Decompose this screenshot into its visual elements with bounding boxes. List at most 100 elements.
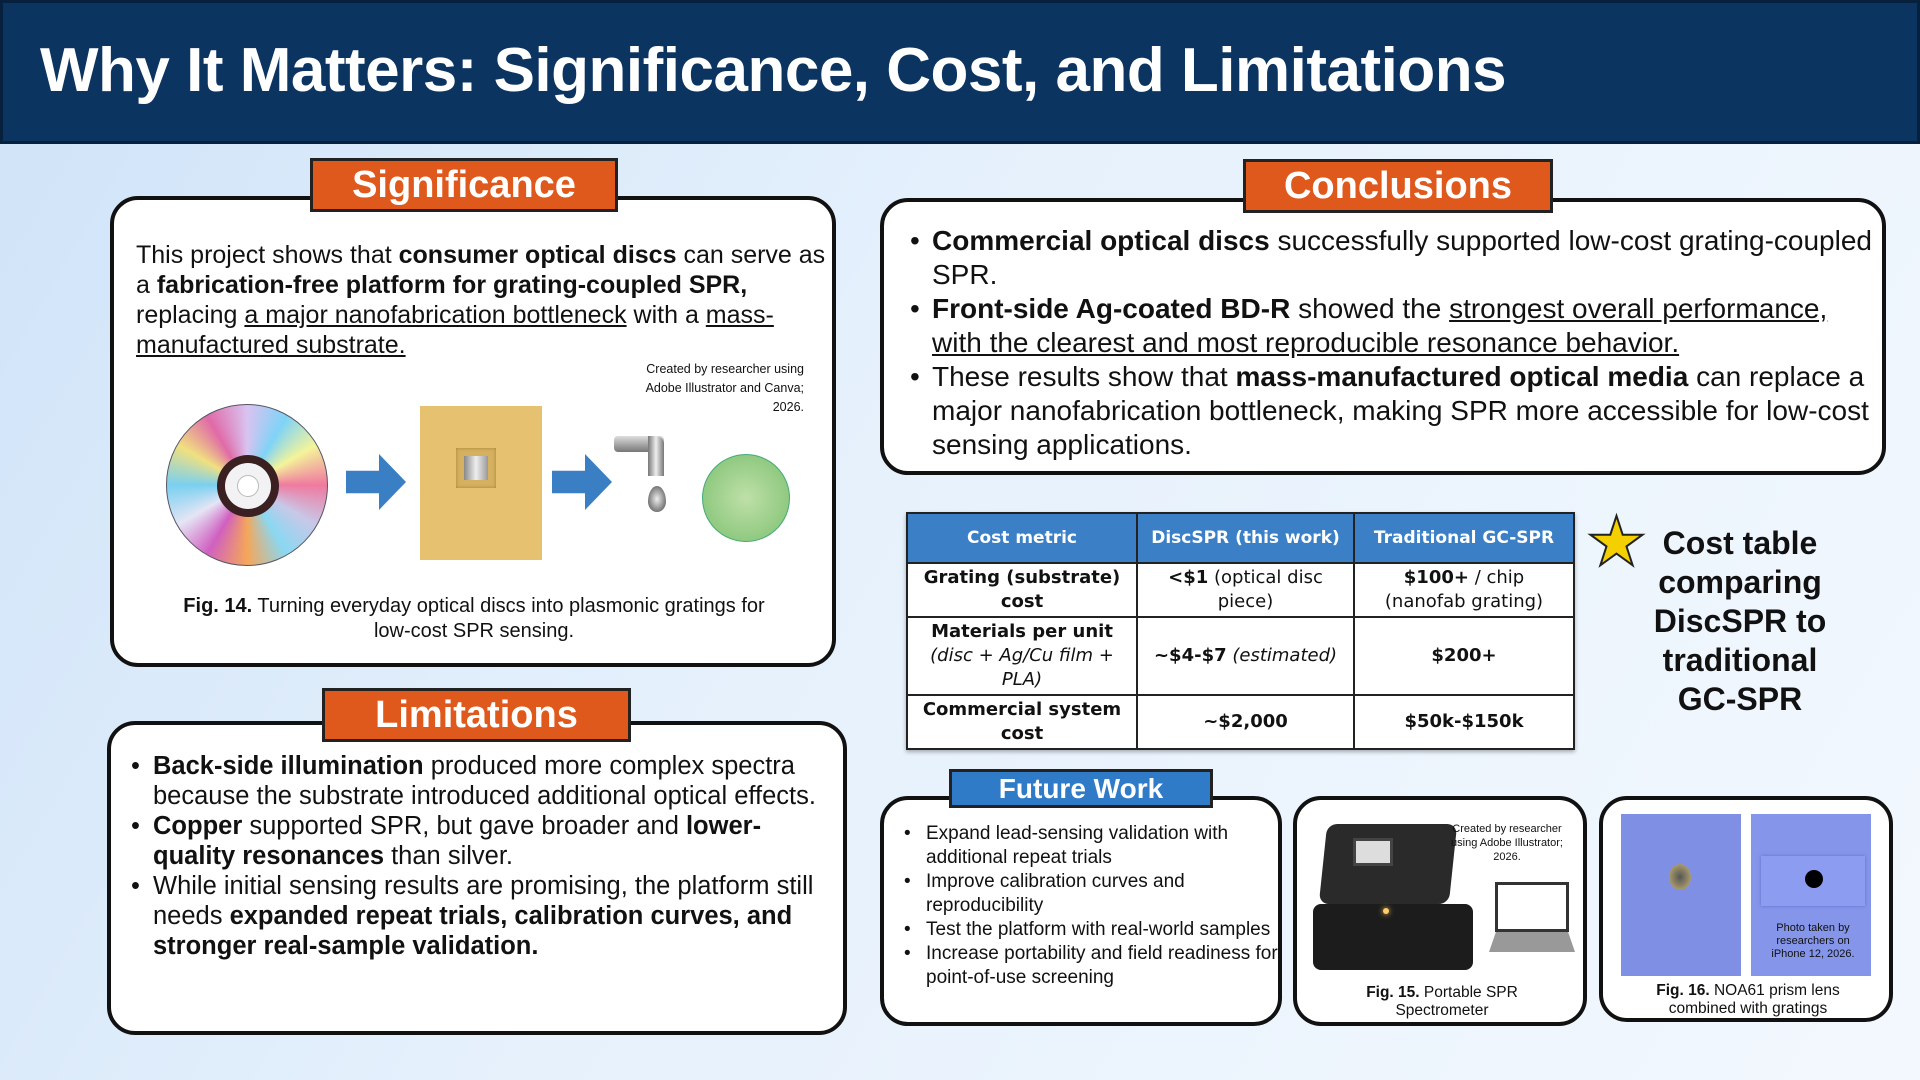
text-segment: This project shows that: [136, 241, 399, 269]
arrow-right-icon: [346, 454, 406, 510]
text-segment: strongest overall performance, with the …: [932, 293, 1828, 358]
text-segment: can replace a major nanofabrication bott…: [932, 361, 1869, 460]
arrow-right-icon: [552, 454, 612, 510]
text-segment: mass-manufactured optical media: [1235, 361, 1689, 392]
cost-table-note: Cost table comparing DiscSPR to traditio…: [1653, 525, 1827, 717]
figure-credit: Created by researcher using Adobe Illust…: [1451, 823, 1563, 863]
column-header: Traditional GC-SPR: [1353, 512, 1575, 564]
significance-panel: This project shows that consumer optical…: [110, 196, 836, 667]
bullet-item: Commercial optical discs successfully su…: [904, 224, 1874, 292]
figure-15-caption: Fig. 15. Portable SPR Spectrometer: [1327, 984, 1557, 1020]
text-segment: These results show that: [932, 361, 1236, 392]
table-row: Commercial system cost ~$2,000 $50k-$150k: [906, 694, 1575, 750]
figure-credit: Photo taken by researchers on iPhone 12,…: [1771, 922, 1855, 960]
bullet-item: Back-side illumination produced more com…: [125, 751, 825, 811]
text-segment: Materials per unit: [931, 621, 1113, 642]
figure-16-caption: Fig. 16. NOA61 prism lens combined with …: [1633, 982, 1863, 1018]
figure-credit: Created by researcher using Adobe Illust…: [645, 362, 804, 414]
header-banner: Why It Matters: Significance, Cost, and …: [0, 0, 1920, 144]
figure-14-caption: Fig. 14. Turning everyday optical discs …: [174, 594, 774, 644]
table-cell: <$1 (optical disc piece): [1136, 562, 1355, 618]
text-segment: produced more complex spectra because th…: [153, 752, 816, 810]
future-work-tag: Future Work: [949, 769, 1213, 808]
text-segment: Grating (substrate) cost: [923, 567, 1121, 612]
page-title: Why It Matters: Significance, Cost, and …: [40, 36, 1507, 105]
table-cell: ~$2,000: [1136, 694, 1355, 750]
limitations-panel: Back-side illumination produced more com…: [107, 721, 847, 1035]
laptop-image: [1489, 882, 1575, 954]
text-segment: a major nanofabrication bottleneck: [244, 301, 627, 329]
bullet-item: While initial sensing results are promis…: [125, 871, 825, 961]
text-segment: supported SPR, but gave broader and: [242, 812, 686, 840]
text-segment: mass-manufactured substrate.: [136, 301, 774, 359]
text-segment: (optical disc piece): [1208, 567, 1323, 612]
text-segment: While initial sensing results are promis…: [153, 872, 814, 930]
prism-lens-photo-left: [1621, 814, 1741, 976]
table-cell: Materials per unit (disc + Ag/Cu film + P…: [906, 616, 1138, 696]
text-segment: can serve as a: [136, 241, 826, 299]
bacteria-magnified-image: [702, 454, 790, 542]
text-segment: Front-side Ag-coated BD-R: [932, 293, 1291, 324]
table-cell: $200+: [1353, 616, 1575, 696]
gold-grating-chip-image: [420, 406, 542, 560]
list-item: Expand lead-sensing validation with addi…: [898, 822, 1278, 870]
caption-text: NOA61 prism lens combined with gratings: [1668, 982, 1840, 1017]
text-segment: consumer optical discs: [398, 241, 677, 269]
cost-table: Cost metric DiscSPR (this work) Traditio…: [906, 512, 1575, 750]
text-segment: with a: [626, 301, 706, 329]
text-segment: replacing: [136, 301, 245, 329]
future-work-panel: Expand lead-sensing validation with addi…: [880, 796, 1282, 1026]
prism-lens-photo-right: Photo taken by researchers on iPhone 12,…: [1751, 814, 1871, 976]
caption-text: Turning everyday optical discs into plas…: [252, 595, 765, 642]
conclusions-list: Commercial optical discs successfully su…: [904, 224, 1874, 462]
optical-disc-image: [166, 404, 328, 566]
caption-label: Fig. 15.: [1366, 984, 1420, 1001]
caption-label: Fig. 14.: [183, 595, 253, 617]
text-segment: Back-side illumination: [153, 752, 424, 780]
portable-spectrometer-case-image: [1313, 824, 1483, 974]
text-segment: / chip (nanofab grating): [1384, 567, 1544, 612]
future-work-list: Expand lead-sensing validation with addi…: [898, 822, 1278, 990]
caption-label: Fig. 16.: [1656, 982, 1710, 999]
list-item: Test the platform with real-world sample…: [898, 918, 1278, 942]
text-segment: Commercial optical discs: [932, 225, 1270, 256]
text-segment: expanded repeat trials, calibration curv…: [153, 902, 793, 960]
text-segment: showed the: [1290, 293, 1450, 324]
text-segment: lower-quality resonances: [153, 812, 762, 870]
bullet-item: These results show that mass-manufacture…: [904, 360, 1874, 462]
text-segment: fabrication-free platform for grating-co…: [156, 271, 748, 299]
list-item: Improve calibration curves and reproduci…: [898, 870, 1278, 918]
text-segment: $200+: [1431, 645, 1497, 666]
column-header: Cost metric: [906, 512, 1138, 564]
limitations-list: Back-side illumination produced more com…: [125, 751, 825, 961]
text-segment: <$1: [1168, 567, 1209, 588]
faucet-image: [614, 422, 684, 522]
table-cell: Grating (substrate) cost: [906, 562, 1138, 618]
column-header: DiscSPR (this work): [1136, 512, 1355, 564]
bullet-item: Front-side Ag-coated BD-R showed the str…: [904, 292, 1874, 360]
table-row: Grating (substrate) cost <$1 (optical dis…: [906, 562, 1575, 618]
text-segment: successfully supported low-cost grating-…: [932, 225, 1872, 290]
conclusions-panel: Commercial optical discs successfully su…: [880, 198, 1886, 475]
text-segment: (disc + Ag/Cu film + PLA): [930, 645, 1114, 690]
significance-text: This project shows that consumer optical…: [136, 240, 826, 360]
text-segment: Copper: [153, 812, 243, 840]
text-segment: (estimated): [1226, 645, 1338, 666]
limitations-tag: Limitations: [322, 688, 631, 742]
caption-text: Portable SPR Spectrometer: [1395, 984, 1518, 1019]
conclusions-tag: Conclusions: [1243, 159, 1553, 213]
table-cell: $100+ / chip (nanofab grating): [1353, 562, 1575, 618]
table-cell: $50k-$150k: [1353, 694, 1575, 750]
text-segment: ~$4-$7: [1153, 645, 1227, 666]
list-item: Increase portability and field readiness…: [898, 942, 1278, 990]
text-segment: ~$2,000: [1203, 711, 1288, 732]
text-segment: Commercial system cost: [922, 699, 1122, 744]
text-segment: than silver.: [384, 842, 513, 870]
figure-15-panel: Created by researcher using Adobe Illust…: [1293, 796, 1587, 1026]
text-segment: $100+: [1403, 567, 1469, 588]
table-cell: ~$4-$7 (estimated): [1136, 616, 1355, 696]
star-icon: ★: [1585, 504, 1648, 580]
table-cell: Commercial system cost: [906, 694, 1138, 750]
table-row: Materials per unit (disc + Ag/Cu film + P…: [906, 616, 1575, 696]
figure-16-panel: Photo taken by researchers on iPhone 12,…: [1599, 796, 1893, 1022]
